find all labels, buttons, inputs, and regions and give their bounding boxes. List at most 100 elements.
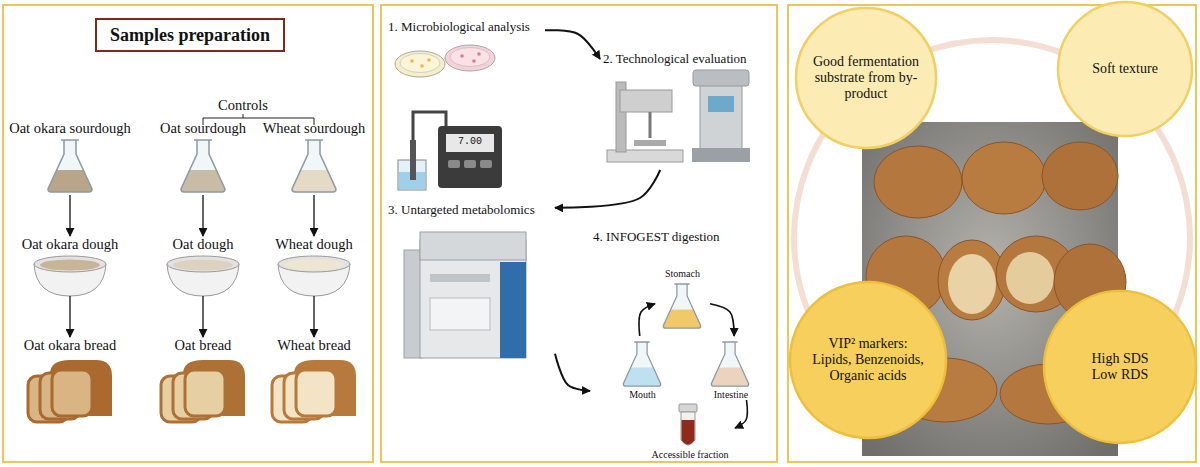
flask-outline xyxy=(181,140,225,192)
analyser-head xyxy=(620,90,672,112)
meter-reading: 7.00 xyxy=(446,136,494,148)
result-circle: Good fermentation substrate from by-prod… xyxy=(794,6,938,150)
tube-body xyxy=(681,412,695,445)
flask-outline xyxy=(711,342,748,386)
node-label: Soft texture xyxy=(1092,61,1158,77)
meter-button xyxy=(448,160,460,168)
node-label: Mouth xyxy=(629,389,656,401)
bread-crumb xyxy=(948,254,996,314)
flow-arrow xyxy=(202,296,203,337)
result-circle: VIP² markers: Lipids, Benzenoids, Organi… xyxy=(788,280,948,440)
bread-roll xyxy=(962,142,1046,214)
flask-icon xyxy=(48,140,92,192)
bread-icon xyxy=(28,360,112,422)
flow-arrow xyxy=(735,400,747,428)
flask-icon xyxy=(711,342,748,386)
sourdough-flask: Oat sourdough xyxy=(148,120,258,195)
node-label: Good fermentation substrate from by-prod… xyxy=(810,54,922,102)
node-label: Wheat dough xyxy=(275,236,353,253)
electrode-probe xyxy=(410,140,416,180)
flow-arrow xyxy=(555,354,590,391)
bowl-icon xyxy=(34,256,106,296)
accessible-tube: Accessible fraction xyxy=(645,402,735,460)
group-label: Controls xyxy=(203,97,283,114)
flask-glass xyxy=(292,140,336,192)
bread-slice xyxy=(52,370,92,416)
node-label: 3. Untargeted metabolomics xyxy=(388,203,535,218)
connector-group xyxy=(70,30,747,428)
loaf-crust xyxy=(294,360,356,416)
node-label: Oat okara bread xyxy=(24,337,117,354)
petri-dish xyxy=(445,45,495,71)
heading-box: Samples preparation xyxy=(95,18,285,52)
petri-dish xyxy=(395,51,445,77)
bread-icon xyxy=(161,360,245,422)
bread-slice xyxy=(185,370,225,416)
flow-arrow xyxy=(69,296,70,337)
meter-button xyxy=(480,160,492,168)
instrument-door xyxy=(430,298,490,330)
instrument-side xyxy=(404,250,422,358)
node-label: Oat okara dough xyxy=(22,236,119,253)
circle-outline xyxy=(796,8,936,148)
node-label: 4. INFOGEST digestion xyxy=(593,230,720,245)
node-label: 1. Microbiological analysis xyxy=(388,20,530,35)
result-circle: High SDS Low RDS xyxy=(1042,289,1198,445)
flow-arrow xyxy=(545,30,600,59)
digestion-phase: Mouth xyxy=(615,336,670,400)
node-label: Accessible fraction xyxy=(652,449,729,461)
bowl-rim xyxy=(34,256,106,272)
flask-outline xyxy=(623,342,660,386)
method-step: 3. Untargeted metabolomics xyxy=(385,203,555,365)
bowl-dough xyxy=(40,260,100,271)
node-label: Oat dough xyxy=(173,236,234,253)
node-label: VIP² markers: Lipids, Benzenoids, Organi… xyxy=(808,336,928,384)
node-label: Samples preparation xyxy=(110,25,270,46)
flask-glass xyxy=(663,284,700,328)
bread-slice xyxy=(296,370,336,416)
colony-dot xyxy=(410,59,414,63)
flask-icon xyxy=(623,342,660,386)
panel-frame xyxy=(3,5,373,462)
bread-crumb xyxy=(1006,252,1054,304)
analyser-probe xyxy=(649,112,652,138)
colony-dot xyxy=(427,58,431,62)
method-step: 2. Technological evaluation xyxy=(600,52,772,170)
node-label: 2. Technological evaluation xyxy=(603,52,747,67)
flask-icon xyxy=(663,284,700,328)
circle-outline xyxy=(1058,2,1192,136)
bowl-rim xyxy=(278,256,350,272)
node-label: Wheat bread xyxy=(277,337,351,354)
bowl-icon xyxy=(278,256,350,296)
flask-glass xyxy=(48,140,92,192)
panel-frame xyxy=(381,5,777,462)
bread-icon xyxy=(272,360,356,422)
node-label: Wheat sourdough xyxy=(263,120,366,137)
flow-arrow xyxy=(202,195,203,236)
flow-arrow xyxy=(69,195,70,236)
instrument-top xyxy=(420,232,526,260)
petri-agar xyxy=(450,48,490,67)
method-step: 1. Microbiological analysis xyxy=(385,20,545,192)
flask-glass xyxy=(181,140,225,192)
dough-bowl: Oat okara dough xyxy=(4,236,136,296)
colony-dot xyxy=(460,54,464,58)
bread-loaf: Oat okara bread xyxy=(4,337,136,432)
circle-outline xyxy=(790,282,946,438)
petri-agar xyxy=(400,54,440,73)
flask-glass xyxy=(623,342,660,386)
node-label: Oat sourdough xyxy=(160,120,246,137)
result-circle: Soft texture xyxy=(1056,0,1194,138)
analyser-screen xyxy=(708,96,734,112)
dough-bowl: Wheat dough xyxy=(257,236,371,296)
bowl-icon xyxy=(167,256,239,296)
digestion-phase: Intestine xyxy=(700,336,762,400)
analyser-base xyxy=(692,148,750,162)
loaf-crust xyxy=(183,360,245,416)
flow-arrow xyxy=(313,195,314,236)
bowl-rim xyxy=(167,256,239,272)
method-step: 4. INFOGEST digestionStomachMouthIntesti… xyxy=(590,230,772,460)
flow-arrow xyxy=(313,296,314,337)
meter-body xyxy=(438,126,502,188)
colony-dot xyxy=(420,64,424,68)
